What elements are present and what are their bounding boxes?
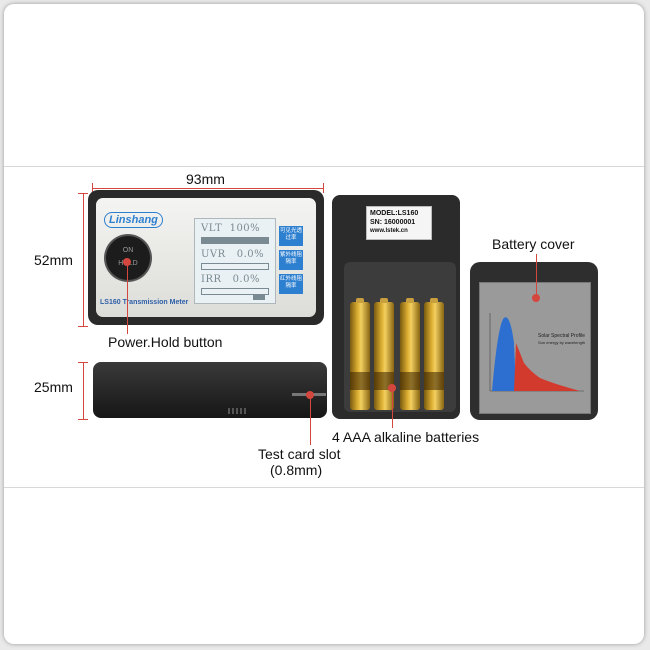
test-card-slot-size: (0.8mm) xyxy=(270,462,323,478)
serial-sticker: MODEL:LS160 SN: 16000001 www.lstek.cn xyxy=(366,206,432,240)
slot-callout-line xyxy=(310,395,311,445)
slot-callout-dot xyxy=(306,391,314,399)
model-label: LS160 Transmission Meter xyxy=(100,299,189,306)
height-dimension-label: 52mm xyxy=(34,252,73,268)
cover-plate-title: Solar Spectral Profile xyxy=(538,333,585,339)
thickness-dimension-tick-top xyxy=(78,362,88,363)
cover-plate-subtitle: Sun energy by wavelength xyxy=(538,340,586,345)
vlt-reading: VLT 100% xyxy=(201,223,261,234)
thickness-dimension-label: 25mm xyxy=(34,379,73,395)
spectrum-graph-icon xyxy=(489,313,584,392)
height-dimension-line xyxy=(83,193,84,327)
power-button-callout-dot xyxy=(123,258,131,266)
side-vent xyxy=(228,408,246,414)
background-band xyxy=(4,166,644,488)
vlt-bar xyxy=(201,237,269,244)
power-button-callout-line xyxy=(127,262,128,334)
batteries-callout-dot xyxy=(388,384,396,392)
uvr-reading: UVR 0.0% xyxy=(201,249,265,260)
battery-level-icon xyxy=(253,295,265,300)
uvr-bar xyxy=(201,263,269,270)
width-dimension-label: 93mm xyxy=(186,171,225,187)
vlt-tag: 可见光透过率 xyxy=(279,226,303,246)
power-button-label: Power.Hold button xyxy=(108,334,223,350)
height-dimension-tick-bottom xyxy=(78,326,88,327)
cover-plate: Solar Spectral Profile Sun energy by wav… xyxy=(479,282,591,414)
lcd-display: VLT 100% UVR 0.0% IRR 0.0% xyxy=(194,218,276,304)
height-dimension-tick-top xyxy=(78,193,88,194)
thickness-dimension-tick-bottom xyxy=(78,419,88,420)
uvr-tag: 紫外线阻隔率 xyxy=(279,250,303,270)
thickness-dimension-line xyxy=(83,362,84,420)
battery-4 xyxy=(424,298,444,410)
width-dimension-tick-right xyxy=(323,183,324,193)
sticker-website: www.lstek.cn xyxy=(370,228,408,234)
width-dimension-line xyxy=(92,188,324,189)
sticker-model: MODEL:LS160 xyxy=(370,210,419,217)
batteries-label: 4 AAA alkaline batteries xyxy=(332,429,480,445)
battery-3 xyxy=(400,298,420,410)
brand-logo: Linshang xyxy=(104,212,163,228)
battery-2 xyxy=(374,298,394,410)
cover-callout-line xyxy=(536,254,537,298)
button-on-text: ON xyxy=(122,247,134,254)
irr-tag: 红外线阻隔率 xyxy=(279,274,303,294)
batteries-callout-line xyxy=(392,388,393,428)
cover-callout-dot xyxy=(532,294,540,302)
test-card-slot-label: Test card slot xyxy=(258,446,341,462)
battery-cover-label: Battery cover xyxy=(492,236,575,252)
irr-bar xyxy=(201,288,269,295)
irr-reading: IRR 0.0% xyxy=(201,274,260,285)
meter-side-view xyxy=(93,362,327,418)
width-dimension-tick-left xyxy=(92,183,93,193)
sticker-serial: SN: 16000001 xyxy=(370,219,416,226)
battery-1 xyxy=(350,298,370,410)
